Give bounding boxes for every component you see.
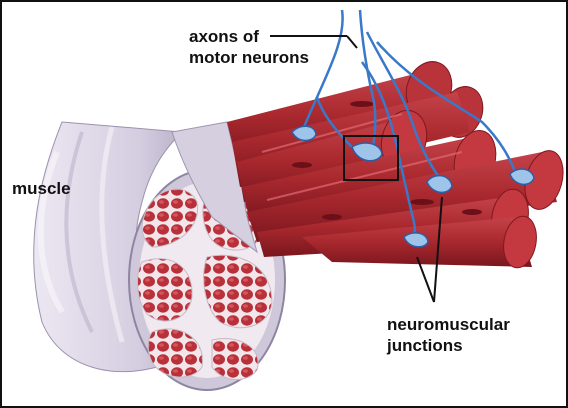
axons-label-line2: motor neurons [189, 47, 309, 68]
neuromuscular-junctions-label: neuromuscular junctions [387, 314, 510, 356]
axons-label-line1: axons of [189, 26, 309, 47]
axons-label: axons of motor neurons [189, 26, 309, 68]
nmj-label-line2: junctions [387, 335, 510, 356]
nmj-label-line1: neuromuscular [387, 314, 510, 335]
muscle-label: muscle [12, 178, 71, 199]
